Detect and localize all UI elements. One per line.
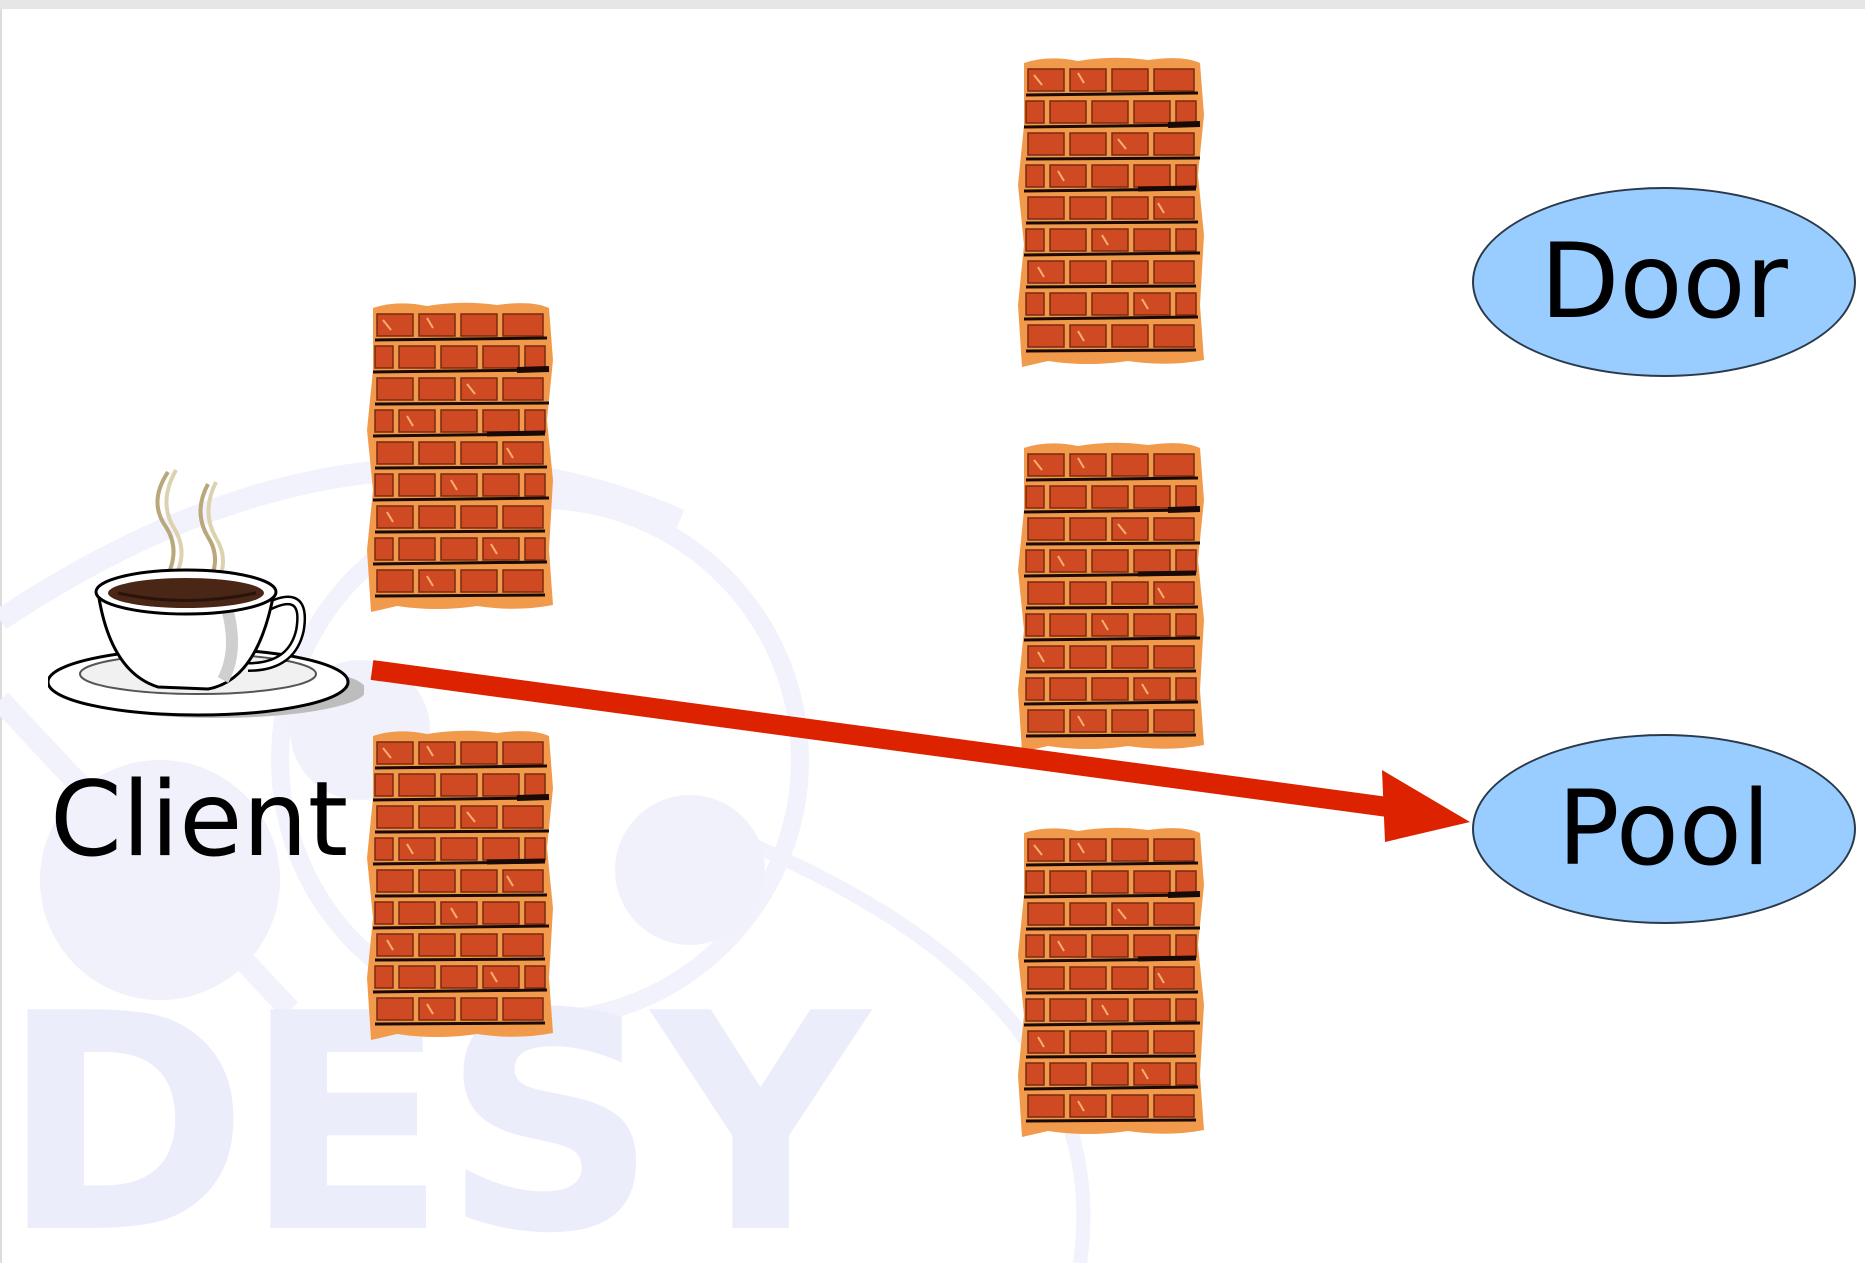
top-band	[0, 0, 1865, 9]
coffee-cup-icon	[48, 469, 364, 718]
door-label: Door	[1540, 222, 1788, 342]
door-node: Door	[1472, 187, 1856, 377]
pool-label: Pool	[1557, 769, 1771, 889]
client-label: Client	[50, 760, 349, 880]
left-rule	[0, 9, 2, 1263]
pool-node: Pool	[1472, 734, 1856, 924]
